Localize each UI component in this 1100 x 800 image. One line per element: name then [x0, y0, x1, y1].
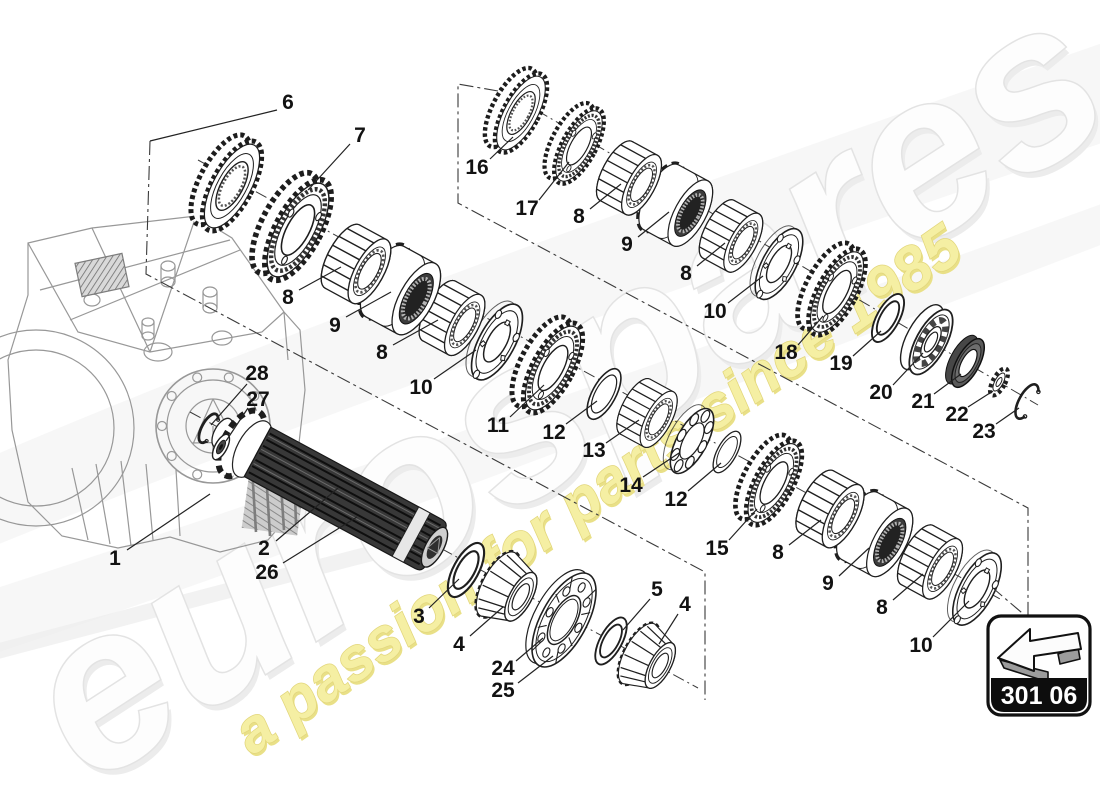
leader-line	[838, 547, 870, 577]
leader-line	[489, 136, 514, 160]
leader-line	[515, 637, 544, 662]
part-callout-13[interactable]: 13	[582, 439, 605, 462]
part-callout-20[interactable]: 20	[869, 381, 892, 404]
badge-code-text: 301 06	[1001, 682, 1077, 710]
part-callout-15[interactable]: 15	[705, 537, 729, 560]
leader-line	[605, 419, 640, 444]
part-callout-8[interactable]: 8	[573, 205, 585, 228]
leader-line	[538, 161, 570, 201]
badge-code-bar	[991, 678, 1087, 712]
part-callout-23[interactable]: 23	[972, 420, 995, 443]
part-callout-8[interactable]: 8	[282, 286, 294, 309]
part-callout-22[interactable]: 22	[945, 403, 968, 426]
leader-line	[727, 275, 764, 304]
part-callout-17[interactable]: 17	[515, 197, 538, 220]
leader-line	[637, 211, 670, 238]
leader-line	[210, 383, 248, 426]
part-callout-5[interactable]: 5	[651, 578, 663, 601]
bracket-line	[145, 140, 706, 700]
part-callout-28[interactable]: 28	[245, 362, 269, 385]
part-callout-26[interactable]: 26	[255, 561, 278, 584]
part-callout-4[interactable]: 4	[679, 593, 691, 616]
leader-line	[149, 109, 278, 142]
part-callout-10[interactable]: 10	[409, 376, 432, 399]
leader-line	[275, 487, 339, 542]
part-callout-7[interactable]: 7	[354, 124, 366, 147]
leader-line	[687, 462, 722, 492]
leader-line	[509, 384, 545, 418]
part-callout-10[interactable]: 10	[909, 634, 932, 657]
part-callout-8[interactable]: 8	[376, 341, 388, 364]
leader-line	[517, 655, 554, 684]
leader-line	[728, 508, 758, 541]
housing-boss	[141, 317, 155, 341]
leader-line	[307, 143, 351, 191]
part-callout-1[interactable]: 1	[109, 547, 121, 570]
leader-line	[565, 400, 598, 425]
part-callout-24[interactable]: 24	[491, 657, 515, 680]
leader-line	[797, 315, 824, 346]
watermark-swoosh-band	[0, 43, 1100, 544]
part-callout-9[interactable]: 9	[822, 572, 834, 595]
leader-line	[345, 291, 392, 318]
leader-line	[282, 516, 358, 564]
leader-line	[622, 598, 651, 631]
part-callout-25[interactable]: 25	[491, 679, 515, 702]
part-callout-9[interactable]: 9	[621, 233, 633, 256]
leader-line	[892, 352, 924, 386]
leader-line	[469, 606, 504, 637]
leader-line	[428, 578, 460, 609]
part-callout-2[interactable]: 2	[258, 537, 270, 560]
leader-line	[933, 373, 962, 395]
part-circlip-23[interactable]	[1009, 379, 1044, 423]
exploded-view-arrow-icon	[997, 628, 1082, 683]
leader-line	[658, 613, 679, 645]
section-badge[interactable]: 301 06	[986, 614, 1092, 717]
part-callout-3[interactable]: 3	[413, 605, 425, 628]
leader-line	[642, 452, 680, 478]
housing-vent-grille	[74, 252, 130, 298]
part-callout-21[interactable]: 21	[911, 390, 935, 413]
leader-line	[126, 493, 211, 551]
leader-line	[788, 519, 822, 546]
part-callout-9[interactable]: 9	[329, 314, 341, 337]
leader-line	[696, 242, 726, 267]
housing-boss	[202, 286, 218, 314]
part-callout-18[interactable]: 18	[774, 341, 798, 364]
part-callout-11[interactable]: 11	[487, 414, 510, 437]
part-callout-16[interactable]: 16	[465, 156, 488, 179]
leader-line	[892, 573, 924, 601]
leader-line	[225, 407, 249, 442]
leader-line	[852, 330, 882, 357]
leader-line	[589, 183, 622, 210]
part-pinion-shaft-2-26[interactable]	[198, 397, 459, 583]
part-callout-12[interactable]: 12	[542, 421, 565, 444]
part-callout-8[interactable]: 8	[772, 541, 784, 564]
part-callout-12[interactable]: 12	[664, 488, 687, 511]
part-callout-14[interactable]: 14	[619, 474, 643, 497]
bracket-line	[457, 83, 1029, 620]
leader-line	[932, 600, 970, 638]
leader-line	[298, 266, 342, 291]
part-callout-27[interactable]: 27	[246, 388, 269, 411]
part-callout-10[interactable]: 10	[703, 300, 726, 323]
leader-line	[392, 319, 439, 346]
part-callout-8[interactable]: 8	[876, 596, 888, 619]
leader-line	[995, 407, 1020, 425]
part-gear-16[interactable]	[474, 60, 557, 160]
watermark-swoosh-tail	[0, 520, 470, 659]
part-callout-4[interactable]: 4	[453, 633, 465, 656]
part-callout-8[interactable]: 8	[680, 262, 692, 285]
lower-pinion-shaft-group	[193, 397, 688, 703]
leader-line	[433, 349, 477, 380]
part-callout-19[interactable]: 19	[829, 352, 852, 375]
part-callout-6[interactable]: 6	[282, 91, 294, 114]
leader-line	[967, 390, 994, 408]
